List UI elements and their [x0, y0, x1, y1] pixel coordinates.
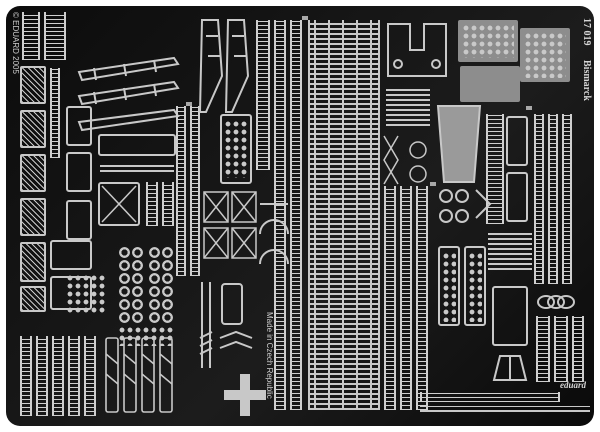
vertical-ladder — [534, 114, 544, 284]
product-code: 17 019 — [581, 18, 592, 46]
stairway-part — [20, 154, 46, 192]
stairway-part — [20, 286, 46, 312]
cross-brace-part — [101, 185, 137, 223]
vertical-ladder — [536, 316, 550, 382]
turret-mount-part — [492, 355, 528, 381]
vertical-ladder — [562, 114, 572, 284]
rivet-dot-array — [462, 24, 514, 58]
vertical-ladder — [36, 336, 48, 416]
vertical-ladder — [554, 316, 568, 382]
tower-bracket-part — [198, 19, 250, 113]
cross-brace-part — [203, 191, 257, 259]
ship-name: Bismarck — [581, 60, 592, 101]
hatch-frame — [464, 246, 486, 326]
stairway-part — [20, 110, 46, 148]
stairway-part — [20, 66, 46, 104]
sprue-tag — [302, 16, 308, 20]
hatch-frame — [66, 200, 92, 240]
anchor-parts — [383, 135, 427, 185]
brand-logo-text: eduard — [560, 380, 587, 390]
grating-panel — [386, 86, 430, 126]
sprue-tag — [186, 102, 192, 106]
railing-stanchions — [308, 20, 380, 410]
inclined-ladder — [44, 12, 66, 60]
rivet-dot-array — [442, 252, 456, 322]
copyright-text: © EDUARD 2005 — [11, 12, 20, 74]
railing-strip — [400, 186, 412, 410]
porthole-ring-array — [118, 246, 144, 324]
vertical-ladder — [486, 114, 504, 224]
porthole-ring-array — [148, 246, 174, 324]
vertical-ladder — [68, 336, 80, 416]
long-railing-strip — [420, 406, 590, 412]
rivet-dot-array — [224, 120, 248, 178]
inclined-ladder — [22, 12, 40, 60]
hatch-frame — [506, 172, 528, 222]
photo-etch-fret: © EDUARD 2005 — [6, 6, 594, 426]
long-railing-strip — [420, 392, 560, 402]
rivet-dot-array — [524, 32, 566, 78]
vertical-ladder — [572, 316, 584, 382]
vertical-ladder — [84, 336, 96, 416]
origin-text: Made in Czech Republic — [265, 312, 274, 399]
searchlight-platform — [220, 114, 252, 184]
hatch-frame — [506, 116, 528, 166]
hatch-frame — [50, 240, 92, 270]
funnel-cap-part — [387, 23, 447, 77]
railing-strip — [290, 20, 302, 410]
hatch-frame — [492, 286, 528, 346]
chain-link-part — [537, 295, 575, 309]
deck-plate — [460, 66, 520, 102]
hatch-frame — [98, 182, 140, 226]
crossed-davit-part — [224, 374, 266, 416]
liferaft-parts — [105, 337, 173, 413]
vertical-ladder — [256, 20, 270, 170]
hatch-frame — [438, 246, 460, 326]
vertical-ladder — [146, 182, 158, 226]
mast-yard-parts — [199, 282, 253, 368]
railing-strip — [416, 186, 428, 410]
rivet-dot-array — [66, 274, 106, 314]
vertical-ladder — [52, 336, 64, 416]
vertical-ladder — [162, 182, 174, 226]
railing-strip — [274, 20, 286, 410]
railing-strip — [384, 186, 396, 410]
hatch-frame — [66, 106, 92, 146]
sprue-tag — [526, 106, 532, 110]
vertical-ladder — [548, 114, 558, 284]
hatch-frame — [66, 152, 92, 192]
railing-section — [100, 162, 174, 172]
vertical-ladder — [190, 106, 200, 276]
bridge-wing-plate — [436, 105, 482, 183]
stairway-part — [20, 198, 46, 236]
deck-plate — [98, 134, 176, 156]
grating-panel — [488, 230, 532, 270]
stairway-part — [20, 242, 46, 282]
sprue-tag — [430, 182, 436, 186]
vertical-ladder — [176, 106, 186, 276]
vertical-ladder — [50, 68, 60, 158]
rivet-dot-array — [468, 252, 482, 322]
vertical-ladder — [20, 336, 32, 416]
